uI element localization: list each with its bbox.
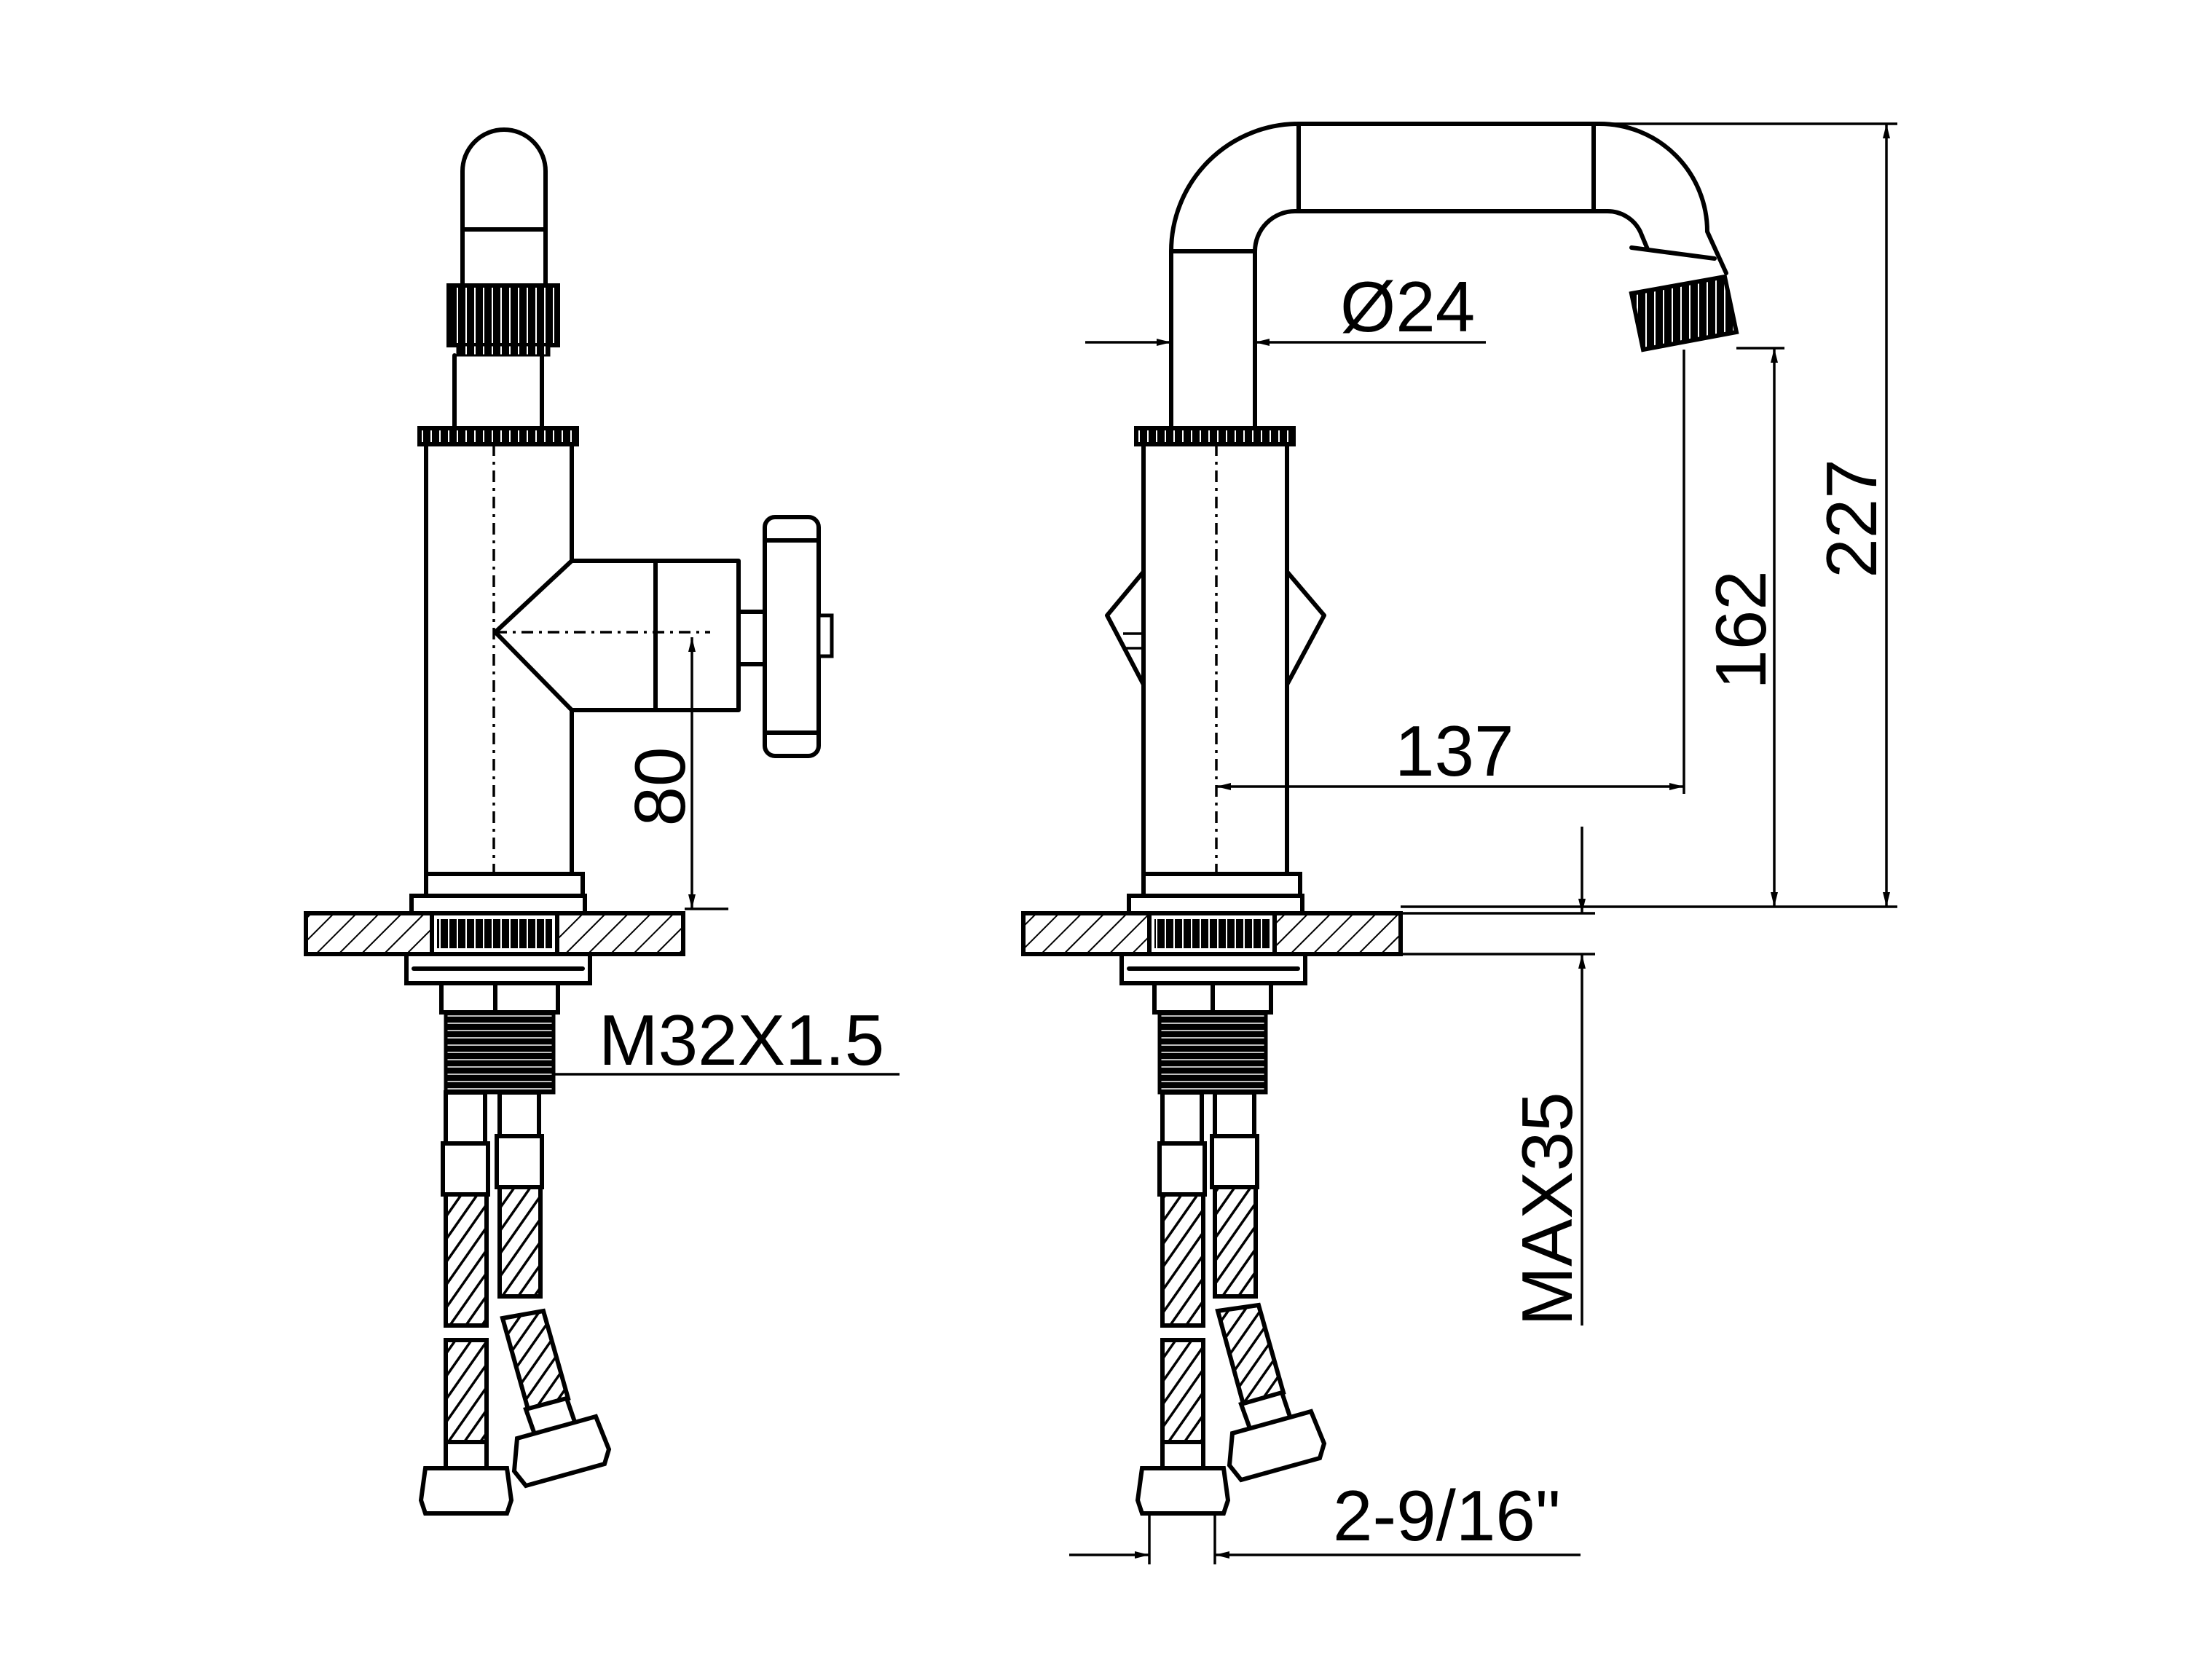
dim-total-label: 227 [1811, 459, 1892, 578]
front-spout [446, 127, 560, 430]
dim-outlet-height: 162 [1701, 347, 1784, 907]
dim-80-label: 80 [620, 747, 700, 826]
front-view: 80 M32X1.5 [304, 127, 900, 1516]
dim-spacing-label: 2-9/16" [1333, 1476, 1561, 1556]
dim-diameter-label: Ø24 [1340, 267, 1475, 347]
front-shank [439, 981, 560, 1095]
side-view: Ø24 137 162 227 MAX35 [1021, 122, 1897, 1564]
dim-thread: M32X1.5 [554, 1000, 900, 1080]
side-deck [1021, 911, 1595, 985]
front-body [409, 426, 834, 969]
dim-deck-thickness: MAX35 [1507, 827, 1587, 1326]
side-spout [1169, 122, 1739, 430]
dim-handle-height: 80 [620, 637, 728, 910]
dim-outlet-label: 162 [1701, 570, 1781, 690]
side-body [1105, 426, 1326, 969]
front-hoses [418, 1090, 612, 1516]
dim-thread-label: M32X1.5 [599, 1000, 884, 1080]
dim-hose-spacing: 2-9/16" [1069, 1476, 1581, 1564]
side-hoses [1135, 1090, 1327, 1516]
dim-reach: 137 [1216, 350, 1685, 794]
dim-total-height: 227 [1401, 122, 1897, 908]
dim-reach-label: 137 [1395, 711, 1514, 791]
front-deck [304, 911, 685, 985]
dim-spout-diameter: Ø24 [1085, 267, 1486, 347]
dim-max35-label: MAX35 [1507, 1092, 1587, 1326]
side-shank [1152, 981, 1273, 1095]
handle-wheel [763, 515, 821, 758]
